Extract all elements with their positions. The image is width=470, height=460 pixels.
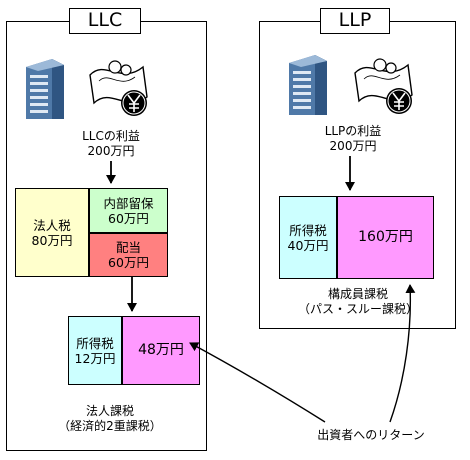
office-building-icon — [26, 59, 64, 119]
llp-income-tax-label: 所得税 — [289, 222, 327, 238]
llp-income-tax-value: 40万円 — [287, 237, 329, 253]
dividend-value: 60万円 — [108, 255, 149, 270]
dividend-label: 配当 — [115, 240, 141, 255]
return-arrow-llc — [189, 342, 326, 423]
llp-caption-line1: 構成員課税 — [327, 287, 388, 301]
yen-money-icon — [89, 60, 148, 116]
llc-profit-label: LLCの利益 — [82, 129, 140, 143]
llc-title: LLC — [69, 8, 141, 34]
llc-return-box: 48万円 — [122, 316, 200, 385]
llp-return-box: 160万円 — [337, 196, 434, 279]
office-building-icon — [289, 55, 327, 115]
llc-income-tax-value: 12万円 — [74, 350, 116, 366]
retained-earnings-value: 60万円 — [108, 210, 149, 226]
llp-profit-label: LLPの利益 — [324, 124, 382, 138]
llp-profit-value: 200万円 — [329, 139, 377, 153]
retained-earnings-label: 内部留保 — [103, 195, 154, 211]
yen-money-icon — [354, 58, 413, 114]
investor-return-label: 出資者へのリターン — [317, 428, 425, 442]
llc-return-value: 48万円 — [138, 342, 184, 358]
llc-income-tax-label: 所得税 — [76, 335, 114, 351]
corporate-tax-label: 法人税 — [33, 217, 71, 233]
llc-caption-line2: （経済的2重課税） — [58, 419, 162, 433]
llp-caption-line2: （パス・スルー課税） — [297, 302, 418, 316]
llc-profit-value: 200万円 — [87, 144, 135, 158]
llc-caption-line1: 法人課税 — [85, 404, 134, 418]
corporate-tax-value: 80万円 — [31, 232, 73, 248]
llp-return-value: 160万円 — [358, 229, 413, 245]
return-arrow-llp — [389, 284, 416, 423]
llp-title: LLP — [320, 8, 390, 34]
